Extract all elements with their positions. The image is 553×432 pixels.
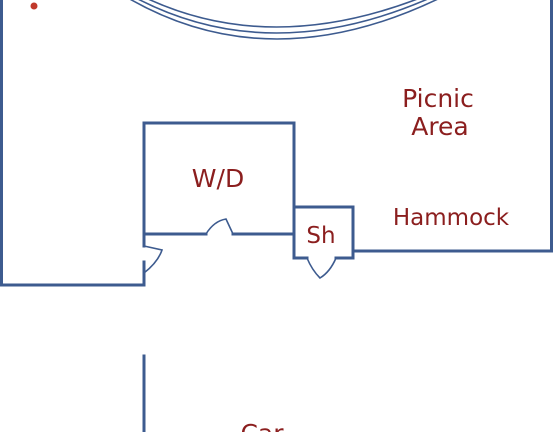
car-label: Car xyxy=(240,419,284,432)
arc-middle xyxy=(138,0,428,34)
left-door-swing xyxy=(143,245,164,274)
wd-room xyxy=(142,121,296,260)
wd-label: W/D xyxy=(192,164,244,193)
picnic-area-label-line2: Area xyxy=(411,112,469,141)
arc-inner xyxy=(148,0,417,28)
marker-dot xyxy=(30,2,38,10)
left-door xyxy=(142,245,164,287)
hammock-label: Hammock xyxy=(393,205,510,231)
arc-outer xyxy=(129,0,438,40)
outer-walls xyxy=(0,0,553,287)
sh-room xyxy=(292,205,355,280)
top-arcs xyxy=(129,0,438,40)
sh-door-swing xyxy=(306,257,337,280)
wd-door-swing xyxy=(205,218,234,235)
picnic-area-label-line1: Picnic xyxy=(402,84,474,113)
sh-label: Sh xyxy=(306,223,335,249)
